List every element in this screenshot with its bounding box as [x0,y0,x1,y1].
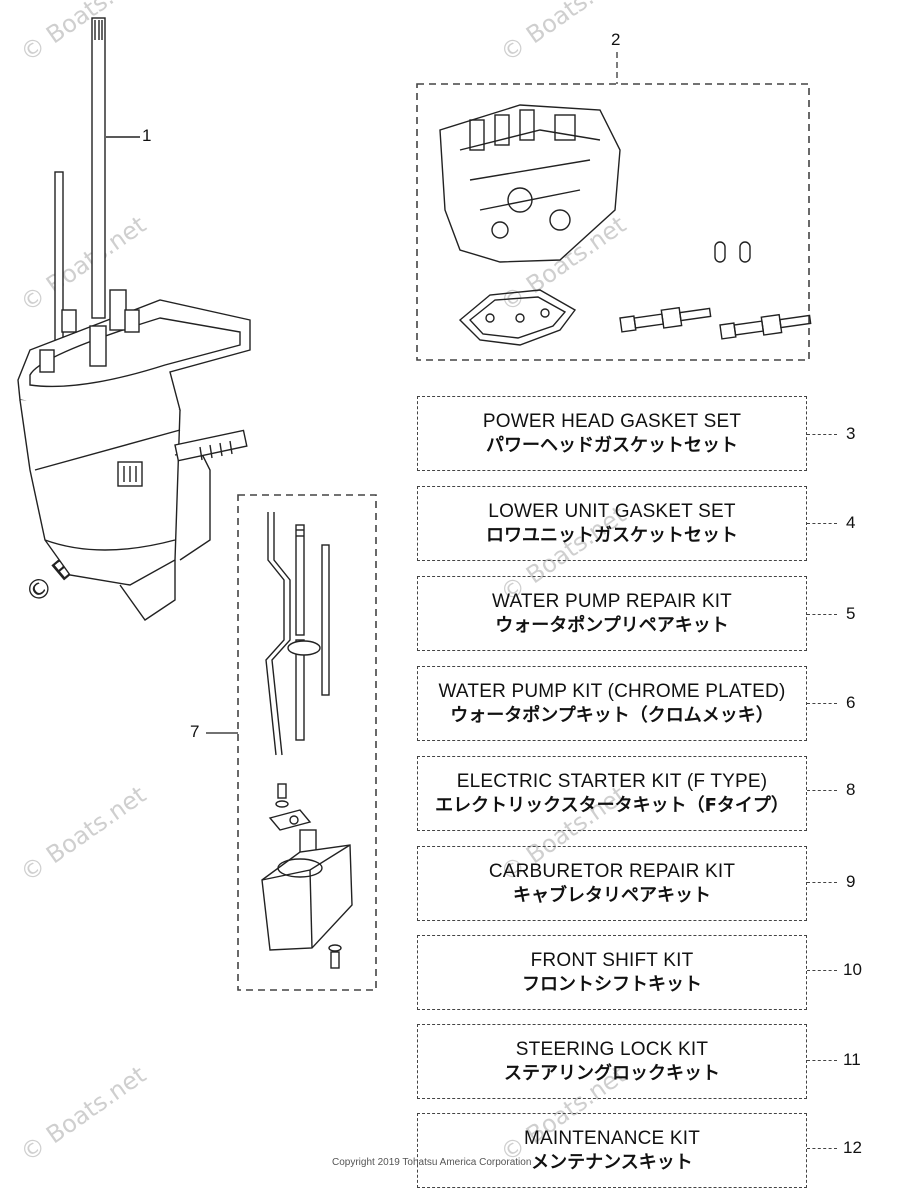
kit-box-water-pump-repair: WATER PUMP REPAIR KIT ウォータポンプリペアキット [417,576,807,651]
leader-line [807,434,837,435]
kit-box-front-shift: FRONT SHIFT KIT フロントシフトキット [417,935,807,1010]
callout-3: 3 [846,424,856,443]
callout-8: 8 [846,780,856,799]
leader-line [807,703,837,704]
leader-line [807,523,837,524]
leader-line [807,970,837,971]
powerhead-frame [416,83,810,361]
power-head-drawing [439,104,812,346]
kit-name-jp: フロントシフトキット [522,973,702,995]
kit-name-jp: ステアリングロックキット [504,1062,720,1084]
kit-name-jp: エレクトリックスタータキット（Fタイプ） [435,794,789,816]
kit-box-lower-unit-gasket: LOWER UNIT GASKET SET ロワユニットガスケットセット [417,486,807,561]
kit-name-en: LOWER UNIT GASKET SET [488,500,736,522]
kit-name-en: WATER PUMP REPAIR KIT [492,590,732,612]
shift-kit-drawing [261,512,353,969]
kit-name-jp: ウォータポンプリペアキット [495,614,729,636]
kit-name-jp: ウォータポンプキット（クロムメッキ） [450,704,774,726]
kit-name-en: CARBURETOR REPAIR KIT [488,860,736,882]
leader-line [807,790,837,791]
kit-name-en: STEERING LOCK KIT [515,1038,709,1060]
leader-line [807,882,837,883]
kit-box-carburetor-repair: CARBURETOR REPAIR KIT キャブレタリペアキット [417,846,807,921]
kit-box-electric-starter: ELECTRIC STARTER KIT (F TYPE) エレクトリックスター… [417,756,807,831]
kit-box-steering-lock: STEERING LOCK KIT ステアリングロックキット [417,1024,807,1099]
kit-name-en: ELECTRIC STARTER KIT (F TYPE) [456,770,768,792]
callout-4: 4 [846,513,856,532]
callout-5: 5 [846,604,856,623]
kit-name-jp: メンテナンスキット [531,1151,693,1173]
callout-6: 6 [846,693,856,712]
kit-name-en: POWER HEAD GASKET SET [482,410,742,432]
callout-1: 1 [142,126,152,145]
callout-11: 11 [843,1050,861,1069]
kit-box-power-head-gasket: POWER HEAD GASKET SET パワーヘッドガスケットセット [417,396,807,471]
kit-box-water-pump-chrome: WATER PUMP KIT (CHROME PLATED) ウォータポンプキッ… [417,666,807,741]
callout-2: 2 [611,30,621,49]
leader-line [807,1060,837,1061]
kit-box-maintenance: MAINTENANCE KIT メンテナンスキット [417,1113,807,1188]
lower-unit-drawing [17,17,251,621]
callout-9: 9 [846,872,856,891]
kit-name-jp: パワーヘッドガスケットセット [486,434,738,456]
leader-line [807,1148,837,1149]
callout-7: 7 [190,722,200,741]
copyright-text: Copyright 2019 Tohatsu America Corporati… [332,1157,532,1168]
kit-name-en: WATER PUMP KIT (CHROME PLATED) [438,680,786,702]
shift-kit-frame [237,494,377,991]
kit-name-jp: キャブレタリペアキット [513,884,711,906]
kit-name-jp: ロワユニットガスケットセット [486,524,738,546]
kit-name-en: FRONT SHIFT KIT [530,949,694,971]
leader-line [807,614,837,615]
callout-10: 10 [843,960,862,979]
kit-name-en: MAINTENANCE KIT [523,1127,701,1149]
callout-12: 12 [843,1138,862,1157]
